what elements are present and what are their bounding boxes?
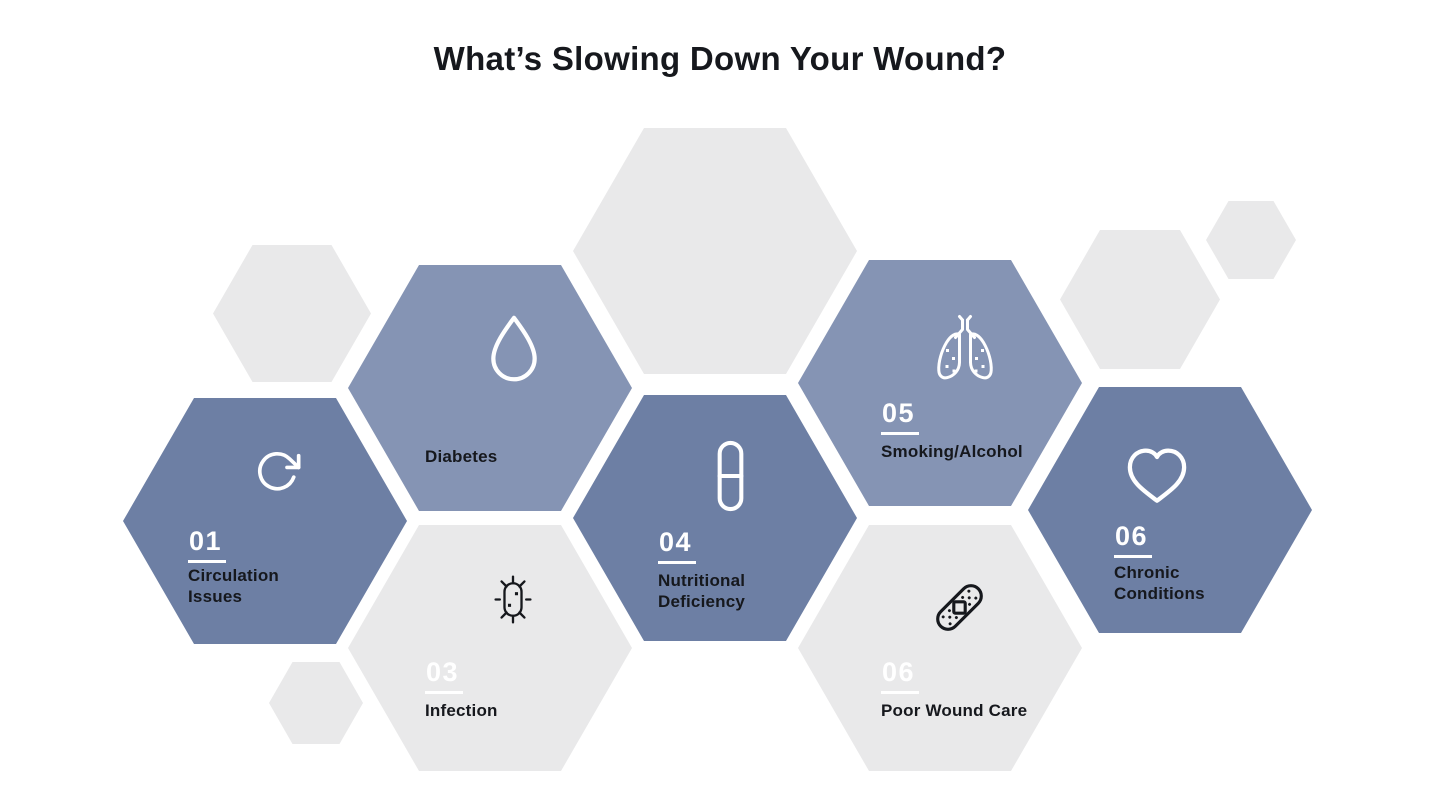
item-label: Chronic Conditions [1114,563,1205,603]
decorative-hexagon [213,245,371,382]
decorative-hexagon [1051,222,1229,377]
item-label: Circulation Issues [188,566,279,606]
heart-icon [1123,445,1191,507]
hexagon-diabetes: Diabetes [339,257,641,519]
page-title: What’s Slowing Down Your Wound? [433,40,1007,77]
decorative-hexagon [1206,201,1296,279]
lungs-icon [931,314,999,386]
hexagon-chronic-conditions: 06 Chronic Conditions [1019,379,1321,641]
item-label: Infection [425,701,498,720]
item-number: 06 [1114,523,1153,558]
droplet-icon [486,313,542,386]
item-label: Smoking/Alcohol [881,442,1023,461]
item-label: Poor Wound Care [881,701,1028,720]
hexagon-smoking-alcohol: 05 Smoking/Alcohol [789,252,1091,514]
bandage-icon [931,579,988,636]
capsule-icon [716,439,745,513]
item-number: 03 [425,659,464,694]
bacteria-icon [489,573,537,626]
item-label: Diabetes [425,447,498,466]
item-number: 01 [188,528,227,563]
hexagon-fill [1028,387,1312,633]
item-number: 04 [658,529,697,564]
decorative-hexagon-large [564,120,866,382]
item-label: Nutritional Deficiency [658,571,746,611]
decorative-hexagon [269,662,363,744]
redo-arrow-icon [254,448,301,495]
item-number: 06 [881,659,920,694]
item-number: 05 [881,400,920,435]
